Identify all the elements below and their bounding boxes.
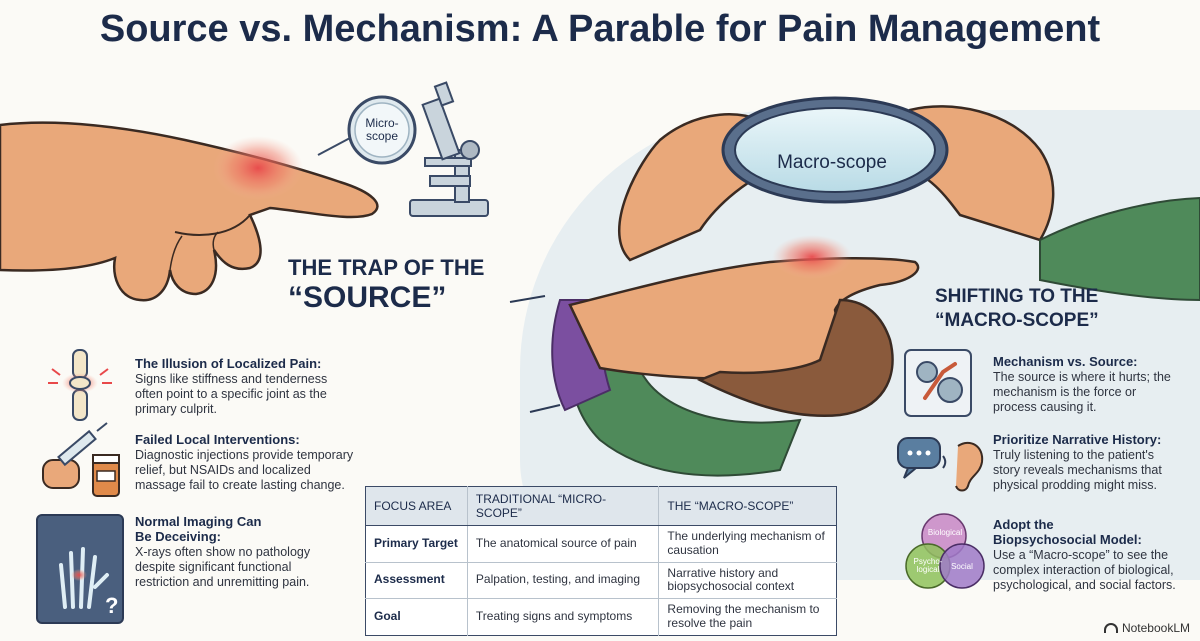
table-cell: Removing the mechanism to resolve the pa… — [658, 598, 837, 636]
trap-heading-line1: THE TRAP OF THE — [288, 255, 485, 280]
table-header-cell: TRADITIONAL “MICRO-SCOPE” — [466, 486, 659, 526]
svg-text:?: ? — [105, 593, 118, 618]
item-body: The source is where it hurts; the mechan… — [993, 369, 1171, 414]
item-title: Prioritize Narrative History: — [993, 432, 1162, 447]
item-title: Mechanism vs. Source: — [993, 354, 1138, 369]
item-title: The Illusion of Localized Pain: — [135, 356, 322, 371]
item-body: Diagnostic injections provide temporary … — [135, 447, 354, 492]
item-title: Adopt the Biopsychosocial Model: — [993, 517, 1142, 547]
table-row: Goal Treating signs and symptoms Removin… — [365, 598, 837, 636]
item-body: X-rays often show no pathology despite s… — [135, 544, 311, 589]
table-row: Primary Target The anatomical source of … — [365, 525, 837, 563]
gears-mechanism-icon — [904, 349, 972, 417]
pain-spot-icon — [213, 136, 303, 200]
item-title: Failed Local Interventions: — [135, 432, 300, 447]
knee-joint-icon — [48, 349, 112, 421]
table-cell: The underlying mechanism of causation — [658, 525, 837, 563]
comparison-table: FOCUS AREA TRADITIONAL “MICRO-SCOPE” THE… — [365, 486, 837, 636]
microscope-label: Micro- scope — [365, 116, 399, 144]
table-header-row: FOCUS AREA TRADITIONAL “MICRO-SCOPE” THE… — [365, 486, 837, 526]
syringe-icon — [42, 422, 120, 497]
left-item-failed-interventions: Failed Local Interventions: Diagnostic i… — [135, 432, 360, 493]
venn-label-social: Social — [951, 562, 973, 571]
venn-diagram-icon — [905, 513, 985, 589]
speech-ear-icon — [897, 437, 984, 492]
item-body: Use a “Macro-scope” to see the complex i… — [993, 547, 1176, 592]
microscope-icon — [409, 81, 489, 217]
microscope-lens-icon — [317, 95, 417, 165]
notebooklm-logo-icon — [1103, 623, 1118, 633]
table-header-cell: THE “MACRO-SCOPE” — [658, 486, 837, 526]
footer-brand-label: NotebookLM — [1121, 621, 1190, 635]
right-item-mechanism: Mechanism vs. Source: The source is wher… — [993, 354, 1183, 415]
joined-hands-illustration — [509, 235, 920, 477]
item-body: Truly listening to the patient's story r… — [993, 447, 1162, 492]
pointing-hand-illustration — [0, 121, 379, 302]
shift-heading-line1: SHIFTING TO THE — [935, 286, 1099, 307]
right-item-narrative: Prioritize Narrative History: Truly list… — [993, 432, 1183, 493]
macroscope-hands-illustration — [618, 96, 1200, 302]
venn-label-biological: Biological — [927, 528, 963, 537]
table-cell: Assessment — [365, 561, 468, 599]
table-cell: Treating signs and symptoms — [466, 598, 659, 636]
shift-heading-line2: “MACRO-SCOPE” — [935, 310, 1099, 331]
pain-spot-icon-2 — [772, 235, 852, 279]
footer-brand: NotebookLM — [1103, 621, 1190, 635]
table-header-cell: FOCUS AREA — [365, 486, 468, 526]
table-cell: Palpation, testing, and imaging — [466, 561, 659, 599]
left-item-illusion: The Illusion of Localized Pain: Signs li… — [135, 356, 345, 417]
xray-hand-icon: ? — [36, 514, 124, 624]
table-cell: Narrative history and biopsychosocial co… — [658, 561, 837, 599]
table-row: Assessment Palpation, testing, and imagi… — [365, 561, 837, 599]
left-item-imaging: Normal Imaging Can Be Deceiving: X-rays … — [135, 514, 335, 590]
macroscope-label: Macro-scope — [777, 152, 887, 173]
item-title: Normal Imaging Can Be Deceiving: — [135, 514, 262, 544]
right-item-biopsychosocial: Adopt the Biopsychosocial Model: Use a “… — [993, 517, 1185, 593]
venn-label-psychological: Psycho- logical — [913, 557, 943, 575]
table-cell: The anatomical source of pain — [466, 525, 659, 563]
table-cell: Goal — [365, 598, 468, 636]
item-body: Signs like stiffness and tenderness ofte… — [135, 371, 328, 416]
page-title: Source vs. Mechanism: A Parable for Pain… — [99, 8, 1101, 50]
table-cell: Primary Target — [365, 525, 468, 563]
trap-heading-line2: “SOURCE” — [288, 281, 447, 314]
